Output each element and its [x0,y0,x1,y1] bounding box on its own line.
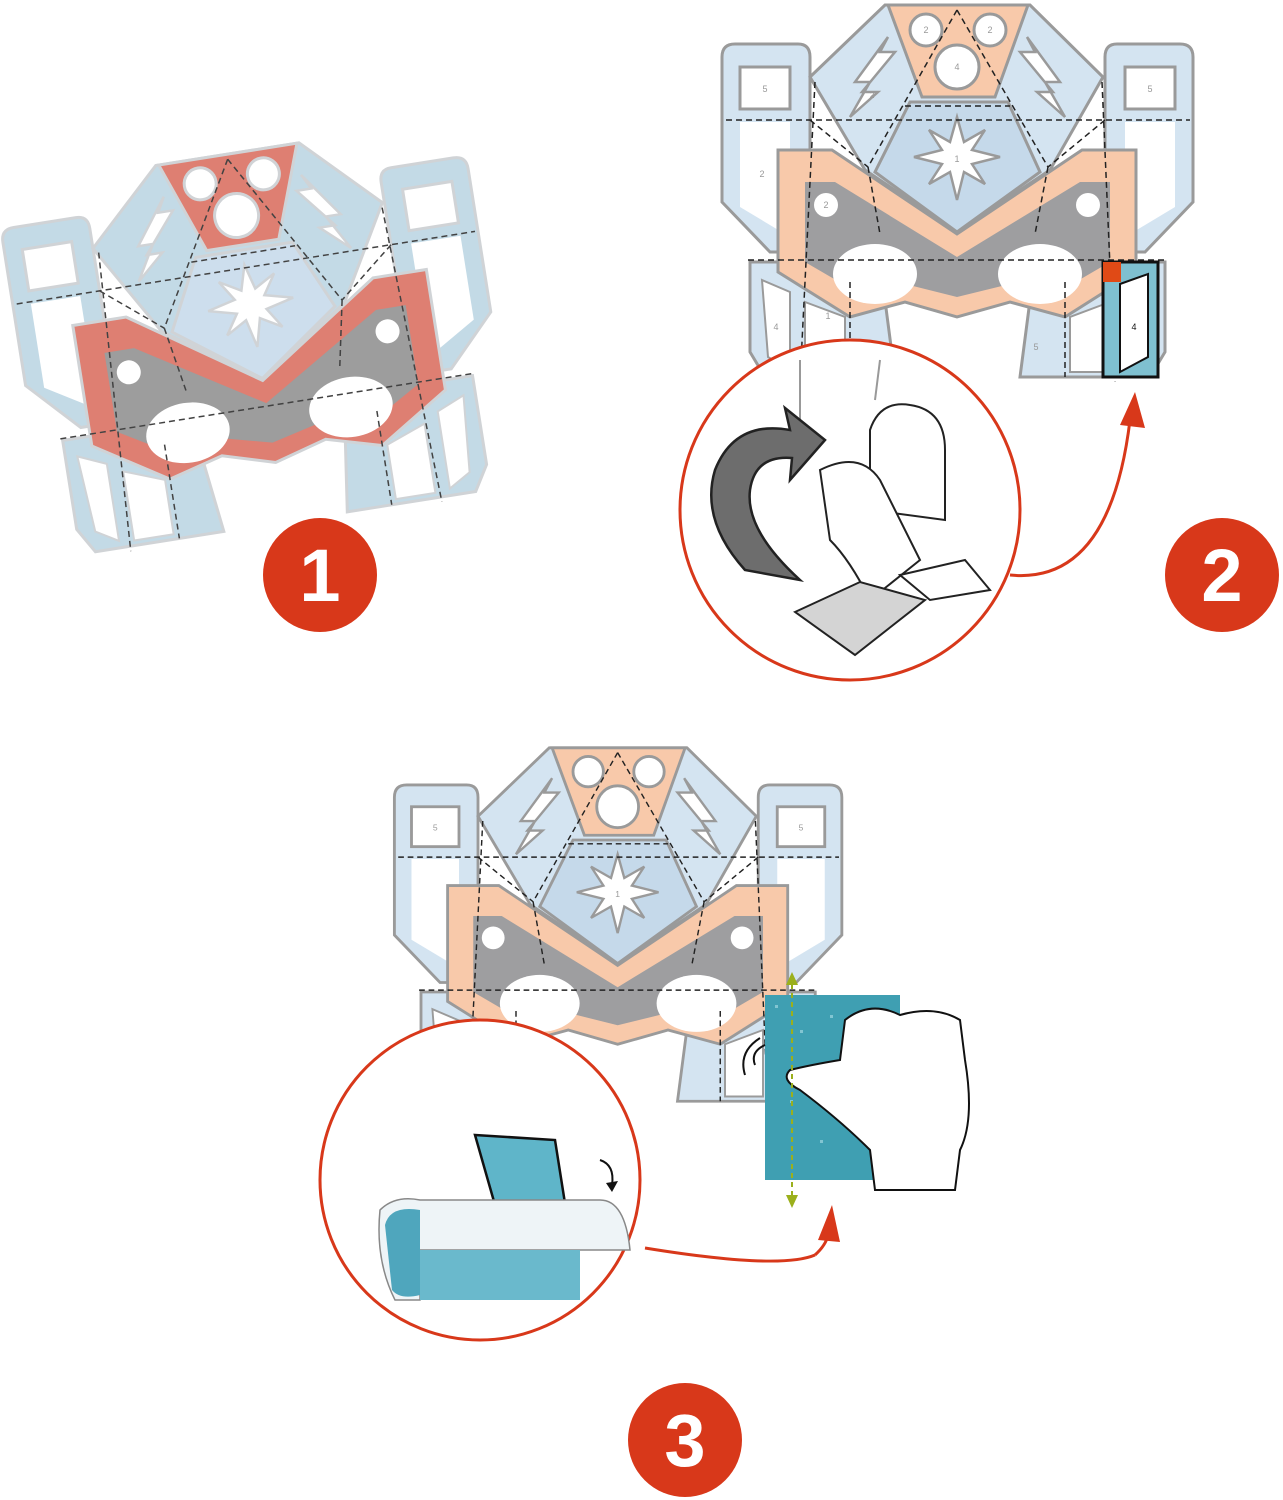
step2-connector-arrow [1009,419,1132,578]
label-cheek-inner: 5 [1033,342,1038,352]
step3-detail-circle [318,1018,642,1342]
hand-applying-glitter [742,972,970,1208]
label-star: 1 [615,889,620,899]
step2-number: 2 [1201,534,1242,617]
step2-detail-circle [678,338,1022,682]
label-side-top: 5 [433,823,438,833]
label-cheek-outer: 4 [773,322,778,332]
label-top-circle-big: 4 [954,62,959,72]
label-cheek-circle: 2 [823,200,828,210]
label-side-mid: 2 [759,169,764,179]
label-side-top: 5 [799,823,804,833]
arrowhead-icon [1120,392,1145,428]
label-side-top: 5 [762,84,767,94]
label-bolt: 2 [869,90,874,100]
label-cheek-mid: 1 [825,311,830,321]
label-top-circle: 2 [923,25,928,35]
peeling-backing-icon [818,461,922,602]
step3-badge: 3 [628,1383,742,1497]
finger-icon [869,403,946,522]
step3-connector-arrow [644,1246,816,1263]
step1-number: 1 [299,534,340,617]
label-star: 1 [954,154,959,164]
label-top-circle: 2 [987,25,992,35]
label-sticker: 4 [1131,322,1136,332]
step1-mask [0,116,520,565]
peel-arrow-icon [710,404,827,583]
step1-badge: 1 [263,518,377,632]
step3-number: 3 [664,1399,705,1482]
label-side-top: 5 [1147,84,1152,94]
step2-mask: 5 5 2 2 2 4 2 1 2 4 1 5 4 [721,4,1194,383]
arrowhead-icon [818,1205,840,1242]
step2-badge: 2 [1165,518,1279,632]
step3-mask: 5 5 1 [393,747,843,1107]
